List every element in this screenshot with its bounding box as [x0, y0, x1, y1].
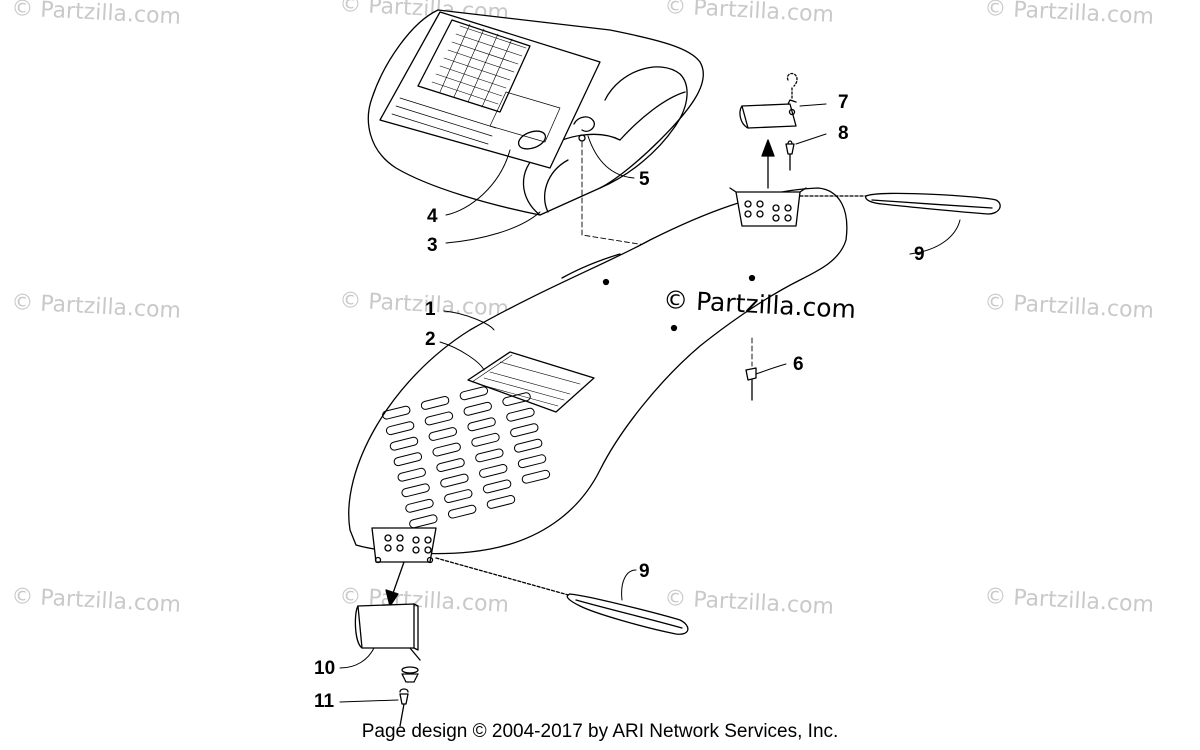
- warning-label-part-4: [379, 11, 601, 169]
- callout-8: 8: [838, 123, 849, 144]
- rear-hinge-bracket: [729, 187, 807, 227]
- hinge-pin-part-9-front: [435, 557, 689, 635]
- arrow-up: [761, 139, 775, 189]
- callout-3: 3: [427, 235, 438, 256]
- hinge-part-7: [739, 72, 798, 129]
- callout-10: 10: [314, 658, 336, 679]
- copyright-footer: Page design © 2004-2017 by ARI Network S…: [361, 721, 839, 742]
- seat-bag-part-3: [367, 9, 704, 216]
- rivet-part-6: [745, 337, 757, 401]
- rivet-part-11: [399, 666, 419, 727]
- front-hinge-bracket: [371, 527, 437, 564]
- callout-7: 7: [838, 92, 849, 113]
- hinge-pin-part-9-rear: [799, 192, 1001, 215]
- callout-9-front: 9: [639, 561, 650, 582]
- platform-part-1: [348, 187, 848, 555]
- hinge-part-10: [354, 603, 421, 661]
- callout-4: 4: [427, 206, 438, 227]
- callout-11: 11: [314, 691, 335, 712]
- leader-lines: [339, 103, 961, 703]
- callout-5: 5: [639, 169, 650, 190]
- callout-9-rear: 9: [914, 244, 925, 265]
- callout-6: 6: [793, 354, 804, 375]
- callout-1: 1: [425, 299, 436, 320]
- arrow-down: [385, 561, 405, 607]
- clip-part-5: [573, 116, 595, 142]
- callout-2: 2: [425, 329, 436, 350]
- rivet-part-8: [785, 140, 795, 171]
